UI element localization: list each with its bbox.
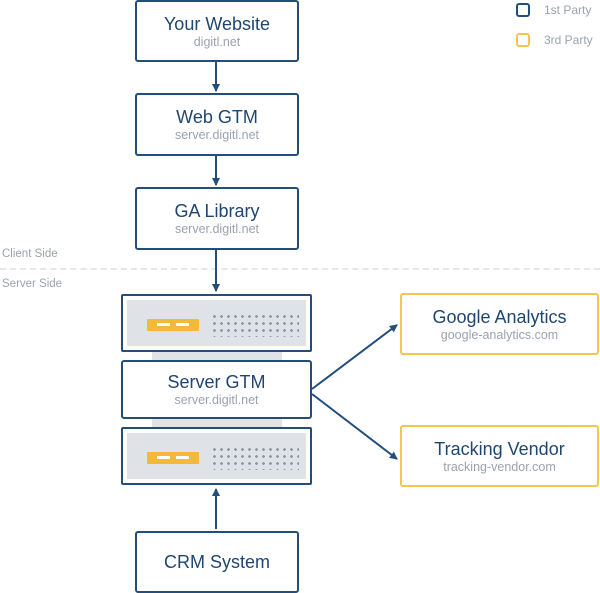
node-title: Server GTM	[167, 372, 266, 392]
arrow-servergtm-to-google-analytics	[311, 324, 398, 390]
server-rack-panel	[127, 300, 306, 346]
node-subtitle: server.digitl.net	[174, 128, 260, 142]
node-title: GA Library	[174, 201, 260, 221]
legend-label-first-party: 1st Party	[544, 3, 592, 17]
node-title: Web GTM	[176, 107, 258, 127]
node-ga-library: GA Library server.digitl.net	[135, 187, 299, 250]
legend-third-party: 3rd Party	[516, 33, 593, 47]
node-subtitle: tracking-vendor.com	[443, 459, 556, 474]
server-rack-connector	[152, 419, 282, 427]
node-title: Your Website	[163, 13, 271, 34]
node-your-website: Your Website digitl.net	[135, 0, 299, 62]
server-rack-bottom	[121, 427, 312, 485]
node-title: CRM System	[163, 552, 270, 572]
server-drive-slot	[147, 319, 199, 331]
legend-label-third-party: 3rd Party	[544, 33, 593, 47]
server-vent-dots	[211, 446, 299, 470]
server-drive-slot	[147, 452, 199, 464]
node-web-gtm: Web GTM server.digitl.net	[135, 93, 299, 156]
node-subtitle: server.digitl.net	[174, 393, 259, 407]
legend-first-party: 1st Party	[516, 3, 591, 17]
server-vent-dots	[211, 313, 299, 337]
node-crm-system: CRM System	[135, 531, 299, 593]
arrow-servergtm-to-tracking-vendor	[311, 393, 398, 460]
node-tracking-vendor: Tracking Vendor tracking-vendor.com	[400, 425, 599, 487]
client-side-label: Client Side	[2, 248, 58, 260]
node-subtitle: google-analytics.com	[440, 327, 559, 342]
server-rack-top	[121, 294, 312, 352]
client-server-divider	[0, 268, 600, 270]
server-side-label: Server Side	[2, 278, 63, 290]
node-subtitle: digitl.net	[193, 34, 241, 49]
node-title: Google Analytics	[432, 306, 567, 327]
server-rack-panel	[127, 433, 306, 479]
legend-swatch-third-party	[516, 33, 530, 47]
server-rack-connector	[152, 352, 282, 360]
legend-swatch-first-party	[516, 3, 530, 17]
node-google-analytics: Google Analytics google-analytics.com	[400, 293, 599, 355]
node-subtitle: server.digitl.net	[174, 222, 260, 236]
node-server-gtm: Server GTM server.digitl.net	[121, 360, 312, 419]
node-title: Tracking Vendor	[434, 438, 565, 459]
